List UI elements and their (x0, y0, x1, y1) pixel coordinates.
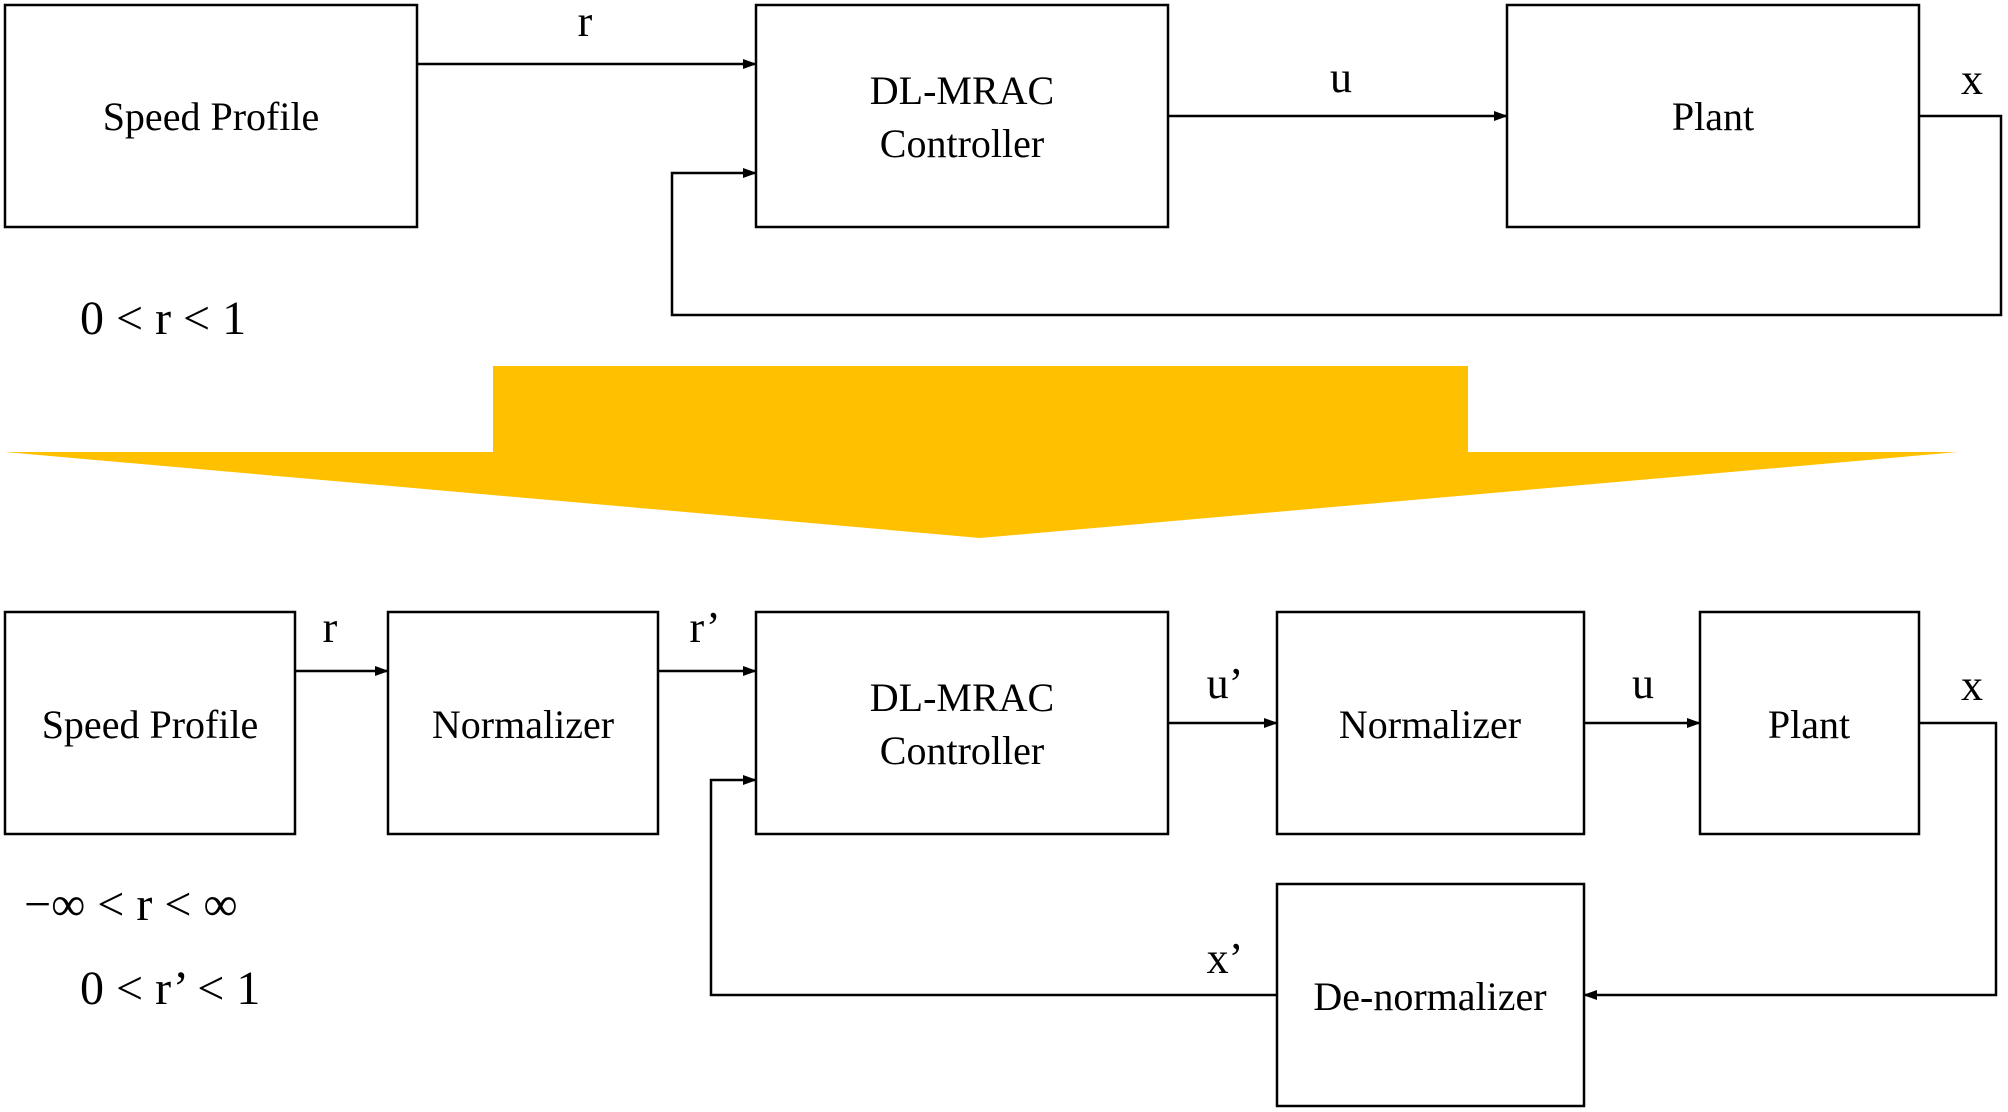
top-range-r: 0 < r < 1 (80, 292, 246, 345)
top-speed-profile-label: Speed Profile (103, 94, 320, 139)
top-signal-u: u (1330, 53, 1352, 102)
top-speed-profile-block (3, 3, 419, 229)
top-plant-label: Plant (1672, 94, 1754, 139)
top-controller-label-line1: DL-MRAC (870, 68, 1054, 113)
bottom-signal-x: x (1961, 661, 1983, 710)
bottom-signal-u-prime: u’ (1207, 659, 1244, 708)
bottom-controller-label-line1: DL-MRAC (870, 675, 1054, 720)
top-controller-label-line2: Controller (880, 121, 1044, 166)
bottom-speed-profile-block (3, 610, 297, 836)
bottom-range-r: −∞ < r < ∞ (24, 878, 238, 931)
bottom-signal-r: r (323, 603, 338, 652)
top-signal-x: x (1961, 55, 1983, 104)
bottom-plant-block (1698, 610, 1921, 836)
bottom-signal-r-prime: r’ (690, 603, 721, 652)
bottom-signal-u: u (1632, 659, 1654, 708)
top-plant-block (1505, 3, 1921, 229)
bottom-signal-x-prime: x’ (1207, 934, 1244, 983)
top-feedback-x (670, 114, 2003, 317)
bottom-range-r-prime: 0 < r’ < 1 (80, 962, 260, 1015)
bottom-normalizer-out-label: Normalizer (1339, 702, 1521, 747)
bottom-denormalizer-block (1275, 882, 1586, 1108)
bottom-normalizer-in-block (386, 610, 660, 836)
top-signal-r: r (578, 0, 593, 46)
top-diagram: Speed Profile DL-MRAC Controller Plant r… (3, 0, 2003, 345)
bottom-normalizer-in-label: Normalizer (432, 702, 614, 747)
transition-arrow (5, 366, 1958, 538)
bottom-speed-profile-label: Speed Profile (42, 702, 259, 747)
bottom-normalizer-out-block (1275, 610, 1586, 836)
bottom-arrow-x (1583, 721, 1998, 1000)
bottom-diagram: Speed Profile Normalizer DL-MRAC Control… (3, 603, 1998, 1108)
bottom-plant-label: Plant (1768, 702, 1850, 747)
bottom-controller-block (754, 610, 1170, 836)
top-controller-block (754, 3, 1170, 229)
bottom-controller-label-line2: Controller (880, 728, 1044, 773)
bottom-denormalizer-label: De-normalizer (1313, 974, 1546, 1019)
bottom-feedback-x-prime (709, 775, 1277, 997)
